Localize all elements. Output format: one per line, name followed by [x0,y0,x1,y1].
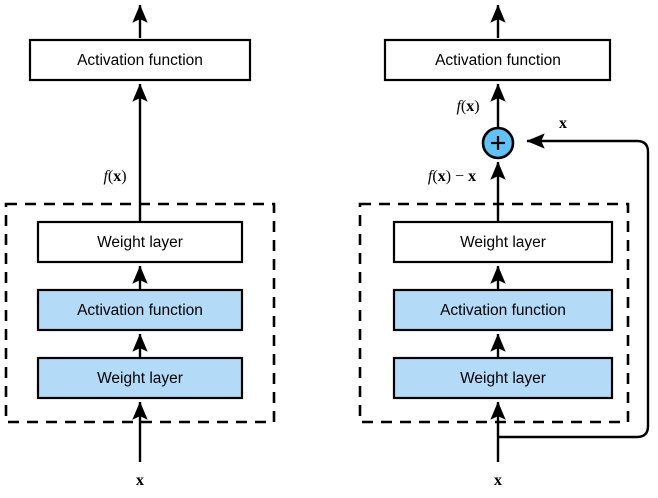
right-weight-layer-top-label: Weight layer [460,234,546,251]
right-weight-layer-bottom-box [392,356,614,400]
left-weight-layer-bottom-box [36,356,244,400]
skip-connection-label: x [559,115,567,132]
left-fx-label: f(x) [103,168,126,185]
left-weight-layer-top-box [36,220,244,264]
svg-text:f(x): f(x) [456,98,479,115]
right-weight-layer-bottom-label: Weight layer [460,370,546,387]
right-activation-label: Activation function [440,302,566,319]
right-residual-network: Activation function f(x) x [358,4,650,489]
right-weight-layer-top-box [392,220,614,264]
left-activation-box [36,288,244,332]
right-dashed-block [358,202,630,424]
left-plain-network: Activation function f(x) Weight layer Ac… [4,4,276,489]
left-weight-layer-top-label: Weight layer [97,234,183,251]
left-weight-layer-bottom-label: Weight layer [97,370,183,387]
svg-text:f(x) − x: f(x) − x [428,168,476,185]
right-residual-label: f(x) − x [428,168,476,185]
right-output-activation-label: Activation function [435,52,561,69]
right-input-label: x [494,472,502,489]
left-output-activation-label: Activation function [77,52,203,69]
left-dashed-block [4,202,276,424]
right-activation-box [392,288,614,332]
left-activation-label: Activation function [77,302,203,319]
left-output-activation-box [28,38,252,82]
left-input-label: x [136,472,144,489]
right-output-activation-box [383,38,612,82]
right-fx-label: f(x) [456,98,479,115]
svg-text:f(x): f(x) [103,168,126,185]
skip-connection-path [498,133,650,439]
